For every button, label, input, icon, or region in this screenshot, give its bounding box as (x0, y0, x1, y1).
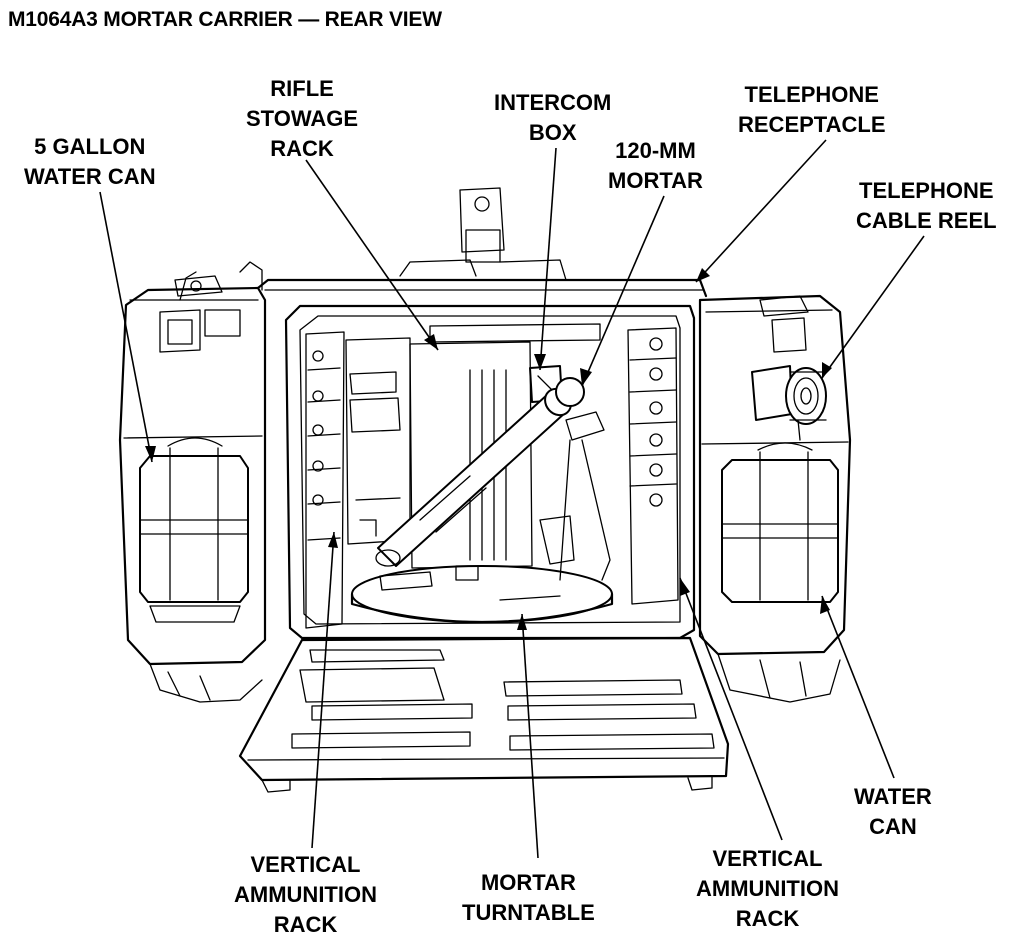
label-telephone-cable-reel: TELEPHONE CABLE REEL (856, 178, 997, 233)
tracks (149, 653, 841, 703)
label-120mm-mortar: 120-MM MORTAR (608, 138, 703, 193)
leader-lines (99, 139, 925, 859)
telephone-cable-reel (751, 365, 827, 441)
leader-arrowheads (145, 268, 832, 630)
label-telephone-receptacle: TELEPHONE RECEPTACLE (738, 82, 886, 137)
label-mortar-turntable: MORTAR TURNTABLE (462, 870, 595, 925)
mortar-turntable (350, 565, 614, 624)
right-side-box (698, 294, 852, 656)
label-intercom-box: INTERCOM BOX (494, 90, 612, 145)
left-side-box (118, 275, 267, 666)
right-water-can (721, 442, 839, 603)
label-5-gallon-water-can: 5 GALLON WATER CAN (24, 134, 156, 189)
label-rifle-stowage-rack: RIFLE STOWAGE RACK (246, 76, 359, 161)
label-water-can: WATER CAN (854, 784, 932, 839)
left-ammo-rack (305, 331, 345, 629)
label-vertical-ammunition-rack-left: VERTICAL AMMUNITION RACK (234, 852, 377, 937)
vehicle-roof (179, 187, 708, 301)
mortar-120mm (375, 377, 611, 581)
left-water-can (139, 437, 249, 623)
rear-ramp (238, 636, 730, 793)
rifle-stowage-rack (345, 337, 411, 545)
right-ammo-rack (627, 327, 679, 605)
diagram-title: M1064A3 MORTAR CARRIER — REAR VIEW (8, 8, 442, 31)
label-vertical-ammunition-rack-right: VERTICAL AMMUNITION RACK (696, 846, 839, 931)
